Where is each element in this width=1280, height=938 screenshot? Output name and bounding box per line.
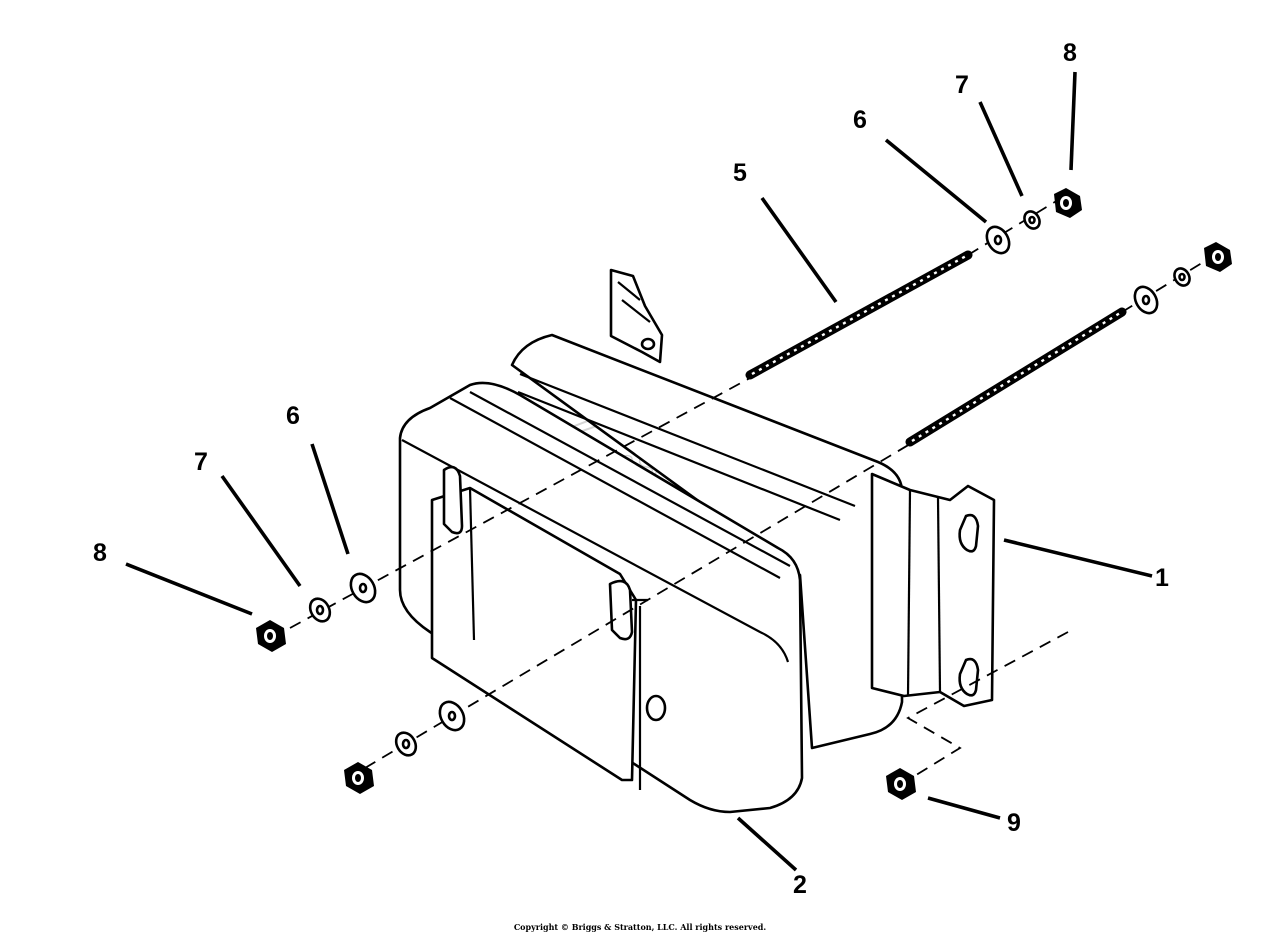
hex-nut-part-9	[886, 768, 916, 800]
callout-7-top: 7	[955, 71, 969, 99]
hex-nut-bottom	[344, 762, 374, 794]
callout-8-top: 8	[1063, 39, 1077, 67]
copyright-notice: Copyright © Briggs & Stratton, LLC. All …	[513, 922, 767, 932]
lock-washer-bottom	[394, 731, 418, 757]
leader-2	[736, 816, 798, 872]
flat-washer-left	[349, 572, 377, 604]
leader-6-left	[310, 443, 350, 555]
leader-8-left	[125, 562, 253, 616]
flat-washer-bottom	[438, 700, 466, 732]
threaded-rod-upper	[745, 250, 973, 380]
lock-washer-right	[1173, 267, 1191, 287]
lock-washer-top	[1023, 210, 1041, 230]
leader-5	[760, 196, 838, 304]
callout-5: 5	[733, 159, 747, 187]
callout-6-top: 6	[853, 106, 867, 134]
front-weight-block	[398, 381, 804, 814]
flat-washer-right	[1133, 285, 1159, 315]
rear-weight-block	[510, 333, 904, 750]
side-hole	[645, 694, 667, 722]
callout-2: 2	[793, 871, 807, 899]
hex-nut-left	[256, 620, 286, 652]
mounting-bracket	[870, 472, 996, 708]
callout-labels: 8 7 6 5 1 2 9 6 7 8	[93, 39, 1169, 899]
callout-7-left: 7	[194, 448, 208, 476]
leader-6-top	[884, 138, 988, 224]
threaded-rod-lower	[905, 307, 1127, 447]
callout-9: 9	[1007, 809, 1021, 837]
leader-7-top	[978, 101, 1024, 197]
leader-lines	[125, 71, 1153, 872]
slot-lower	[608, 579, 634, 641]
keyhole-slot-lower	[958, 657, 980, 697]
leader-1	[1003, 538, 1153, 578]
lock-washer-left	[308, 597, 332, 623]
top-bracket-tab	[609, 268, 664, 364]
callout-6-left: 6	[286, 402, 300, 430]
hex-nut-top	[1054, 188, 1082, 218]
keyhole-slot-upper	[958, 513, 980, 553]
hex-nut-right	[1204, 242, 1232, 272]
leader-9	[927, 796, 1001, 820]
callout-1: 1	[1155, 564, 1169, 592]
slot-upper	[442, 465, 464, 535]
leader-7-left	[220, 474, 302, 588]
callout-8-left: 8	[93, 539, 107, 567]
leader-8-top	[1069, 71, 1077, 171]
flat-washer-top	[985, 225, 1011, 255]
